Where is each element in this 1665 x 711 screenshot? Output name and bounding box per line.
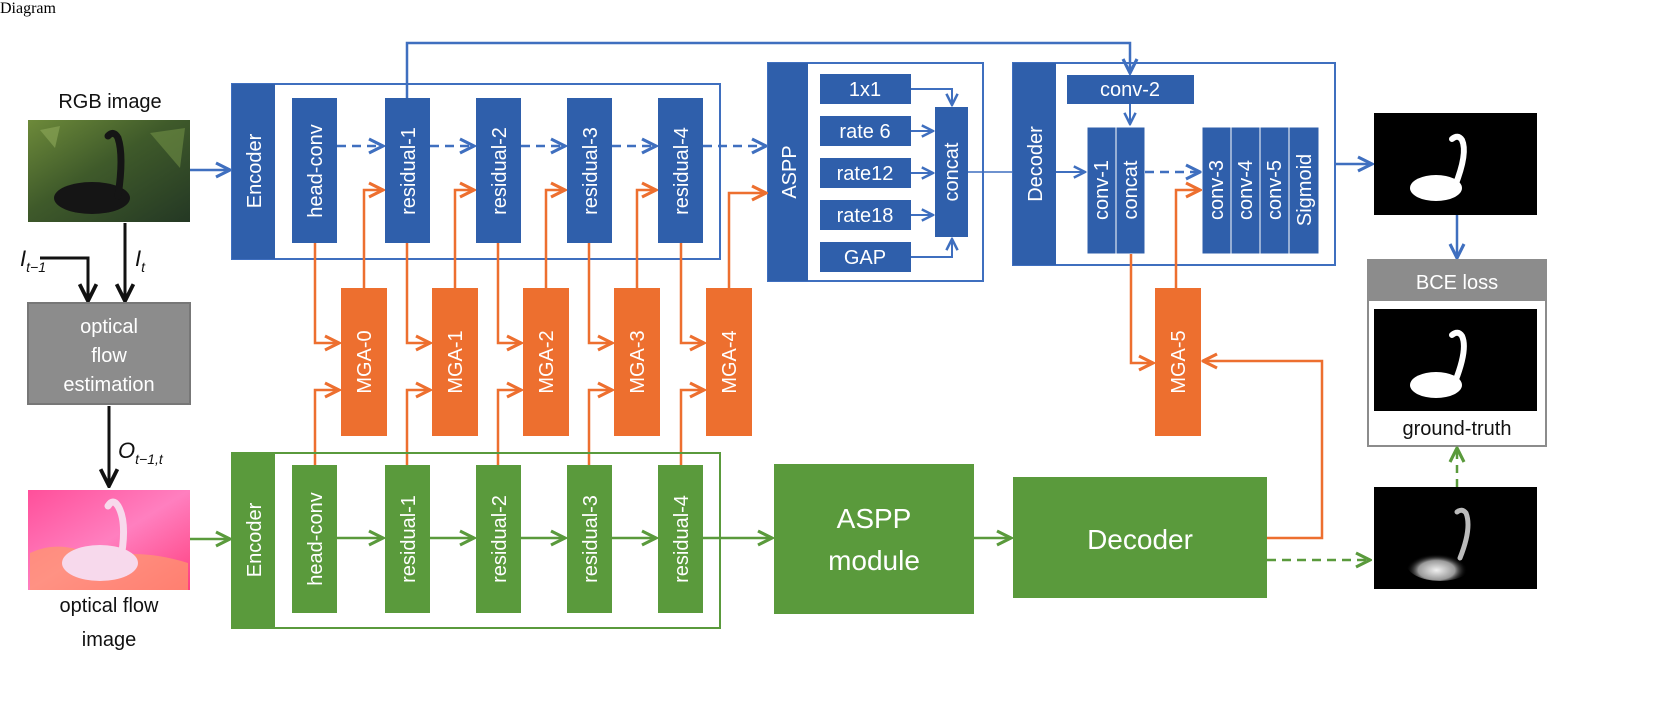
aspp-rate12-label: rate12 [837,163,894,185]
conv-3-label: conv-3 [1206,160,1228,220]
green-residual-2-label: residual-2 [489,495,511,583]
mga-5-block [1155,288,1201,436]
decoder-block [1013,63,1056,265]
mga-3-block [614,288,660,436]
decoder-concat-block [1115,126,1146,255]
green-residual-2-block [476,465,521,613]
conv-4-label: conv-4 [1235,160,1257,220]
mga-2-label: MGA-2 [536,330,558,393]
green-residual-3-label: residual-3 [580,495,602,583]
decoder-concat-label: concat [1120,160,1142,219]
mga-1-block [432,288,478,436]
blue-residual-2-label: residual-2 [489,127,511,215]
conv-2-block [1067,75,1194,104]
conv-4-block [1230,126,1261,255]
conv-1-label: conv-1 [1091,160,1113,220]
ground-truth-label: ground-truth [1403,418,1512,440]
conv-2-label: conv-2 [1100,79,1160,101]
green-decoder-label: Decoder [1087,524,1193,555]
green-aspp-label-line1: ASPP [837,503,912,534]
mga-1-label: MGA-1 [445,330,467,393]
optical-flow-image-label-line2: image [82,629,136,651]
mga-3-label: MGA-3 [627,330,649,393]
aspp-block [768,63,808,281]
blue-residual-1-label: residual-1 [398,127,420,215]
rgb-image-label: RGB image [58,91,161,113]
blue-head-conv-block [292,98,337,243]
decoder-label: Decoder [1025,126,1047,202]
aspp-rate6-block [820,116,911,146]
mga-5-label: MGA-5 [1168,330,1190,393]
ground-truth-image [1374,309,1537,411]
green-encoder-block [232,453,275,628]
it-label: It [135,246,146,275]
optical-flow-estimation-line3: estimation [63,374,154,396]
aspp-rate6-label: rate 6 [839,121,890,143]
aspp-rate18-block [820,200,911,230]
flow-prediction-image [1374,487,1537,589]
conv-5-block [1259,126,1290,255]
aspp-label: ASPP [779,145,801,198]
mga-modules: MGA-0 MGA-1 MGA-2 MGA-3 MGA-4 MGA-5 [341,288,1201,436]
prediction-image [1374,113,1537,215]
green-residual-4-block [658,465,703,613]
blue-residual-4-label: residual-4 [671,127,693,215]
conv-3-block [1201,126,1232,255]
mga-4-label: MGA-4 [719,330,741,393]
aspp-1x1-label: 1x1 [849,79,881,101]
blue-residual-4-block [658,98,703,243]
blue-encoder-label: Encoder [244,133,266,208]
green-residual-4-label: residual-4 [671,495,693,583]
aspp-1x1-block [820,74,911,104]
sigmoid-label: Sigmoid [1294,154,1316,226]
o-label: Ot−1,t [118,438,164,467]
blue-residual-2-block [476,98,521,243]
green-residual-1-label: residual-1 [398,495,420,583]
it-prev-label: It−1 [20,246,46,275]
aspp-concat-label: concat [941,142,963,201]
blue-residual-1-block [385,98,430,243]
mga-0-block [341,288,387,436]
blue-head-conv-label: head-conv [305,124,327,217]
sigmoid-block [1288,126,1320,255]
green-residual-1-block [385,465,430,613]
it-prev-arrow [40,256,88,301]
green-head-conv-block [292,465,337,613]
optical-flow-estimation-line1: optical [80,316,138,338]
architecture-diagram: RGB image It−1 It optical flow estimatio… [20,41,1547,651]
conv-5-label: conv-5 [1264,160,1286,220]
aspp-gap-block [820,242,911,272]
mga-0-label: MGA-0 [354,330,376,393]
mga-4-block [706,288,752,436]
green-head-conv-label: head-conv [305,492,327,585]
mga-2-block [523,288,569,436]
optical-flow-image [28,490,190,590]
green-residual-3-block [567,465,612,613]
bce-loss-label: BCE loss [1416,272,1498,294]
green-aspp-label-line2: module [828,545,920,576]
green-decoder-block [1013,477,1267,598]
bce-loss-header [1369,261,1545,301]
aspp-rate12-block [820,158,911,188]
aspp-gap-label: GAP [844,247,886,269]
blue-encoder-block [232,84,275,259]
aspp-concat-block [935,107,968,237]
rgb-image [28,120,190,222]
optical-flow-estimation-line2: flow [91,345,127,367]
green-aspp-module-block [774,464,974,614]
mga-connections [313,190,1324,540]
skip-connection-arrow [405,41,1130,98]
optical-flow-estimation-box [27,302,191,405]
blue-residual-3-block [567,98,612,243]
blue-residual-3-label: residual-3 [580,127,602,215]
green-encoder-label: Encoder [244,502,266,577]
aspp-rate18-label: rate18 [837,205,894,227]
aspp-branch-arrows [911,88,952,258]
optical-flow-image-label-line1: optical flow [60,595,159,617]
conv-1-block [1086,126,1117,255]
